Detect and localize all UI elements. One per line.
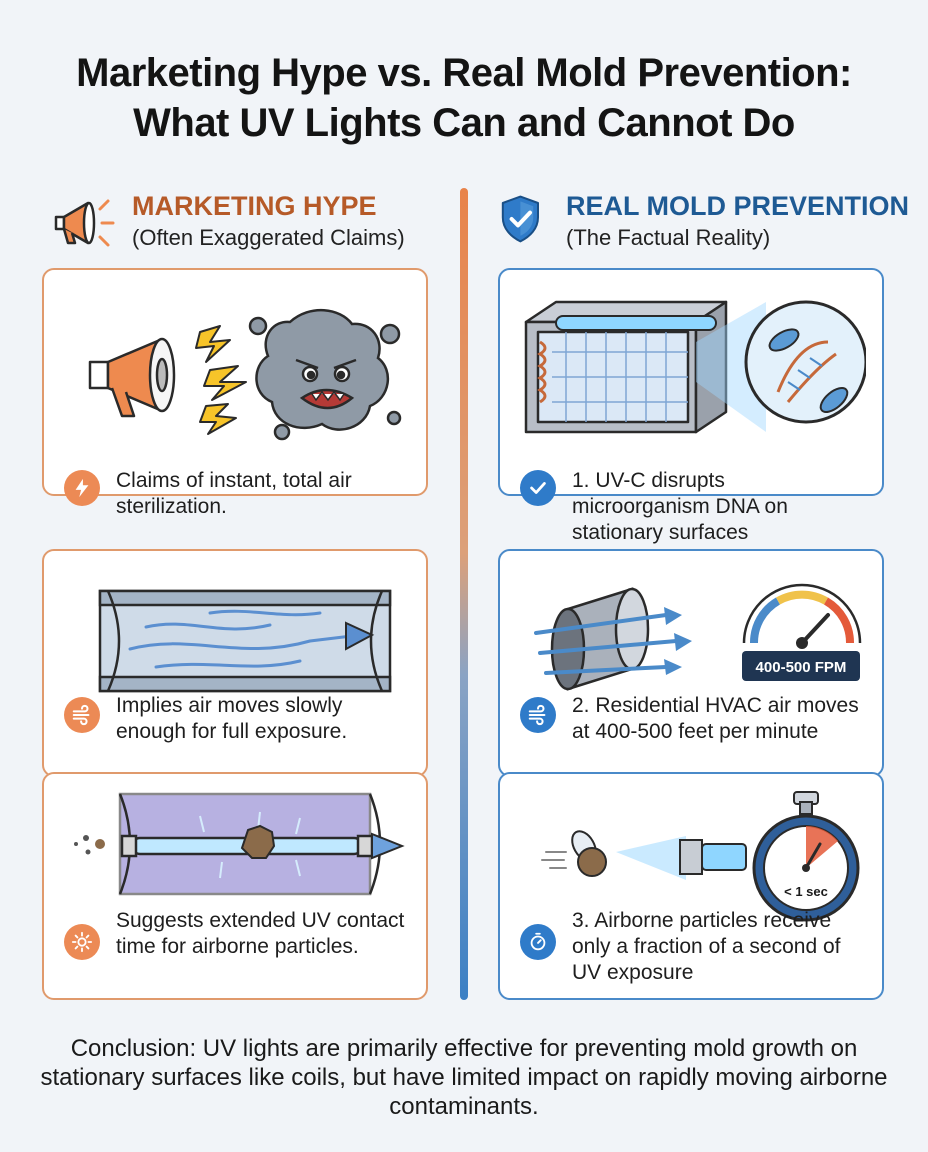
lightning-badge <box>64 470 100 506</box>
conclusion-text: Conclusion: UV lights are primarily effe… <box>40 1035 888 1120</box>
hype-card-slow-air: Implies air moves slowly enough for full… <box>42 549 428 777</box>
fact-illustration-duct-gauge: 400-500 FPM <box>534 583 862 691</box>
stopwatch-icon <box>530 932 546 951</box>
check-badge <box>520 470 556 506</box>
hype-card-text: Implies air moves slowly enough for full… <box>116 694 348 743</box>
real-prevention-subtitle: (The Factual Reality) <box>566 225 771 250</box>
fact-card-text: 1. UV-C disrupts microorganism DNA on st… <box>572 469 788 544</box>
fact-card-uvc-dna: 1. UV-C disrupts microorganism DNA on st… <box>498 268 884 544</box>
fact-illustration-particle-stopwatch: < 1 sec <box>541 791 860 922</box>
shield-check-icon <box>501 195 539 243</box>
fact-card-hvac-speed: 400-500 FPM 2. Residential HVAC air move… <box>498 549 884 777</box>
hype-illustration-uv-particle <box>74 792 405 896</box>
wind-badge <box>64 697 100 733</box>
megaphone-icon <box>54 199 115 247</box>
marketing-hype-subtitle: (Often Exaggerated Claims) <box>132 225 405 250</box>
lightning-icon <box>75 478 89 498</box>
page-title: Marketing Hype vs. Real Mold Prevention:… <box>0 48 928 148</box>
hype-card-text: Claims of instant, total air sterilizati… <box>116 469 352 518</box>
stopwatch-badge <box>520 924 556 960</box>
wind-badge <box>520 697 556 733</box>
column-divider <box>460 188 468 1000</box>
stopwatch-label: < 1 sec <box>784 884 828 899</box>
sun-badge <box>64 924 100 960</box>
title-line-2: What UV Lights Can and Cannot Do <box>133 101 795 145</box>
hype-card-instant-sterilization: Claims of instant, total air sterilizati… <box>42 268 428 518</box>
hype-illustration-slow-air <box>98 589 392 693</box>
fact-card-text: 2. Residential HVAC air moves at 400-500… <box>572 694 859 743</box>
fpm-gauge-label: 400-500 FPM <box>756 659 847 676</box>
check-icon <box>530 482 546 494</box>
fact-card-text: 3. Airborne particles receive only a fra… <box>572 909 841 984</box>
sun-icon <box>71 931 93 953</box>
hype-illustration-megaphone-mold <box>88 308 402 441</box>
hype-card-text: Suggests extended UV contact time for ai… <box>116 909 405 958</box>
fact-card-fraction-second: < 1 sec 3. Airborne particles receive on… <box>498 772 884 1000</box>
wind-icon <box>528 704 546 726</box>
marketing-hype-title: MARKETING HYPE <box>132 191 377 221</box>
wind-icon <box>72 704 90 726</box>
title-line-1: Marketing Hype vs. Real Mold Prevention: <box>76 51 852 95</box>
hype-card-extended-contact: Suggests extended UV contact time for ai… <box>42 772 428 1000</box>
fact-illustration-uv-coil-dna <box>524 300 866 434</box>
real-prevention-title: REAL MOLD PREVENTION <box>566 191 910 221</box>
